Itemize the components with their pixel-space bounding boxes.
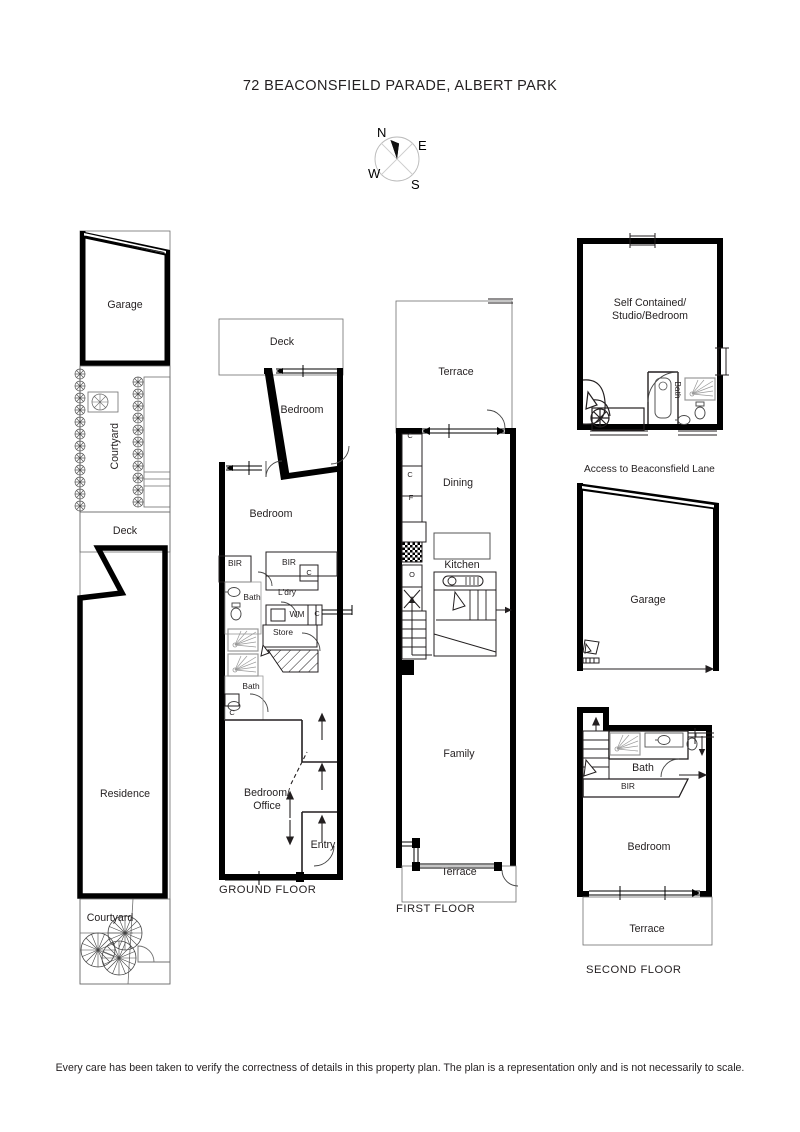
compass-west-label: W xyxy=(368,166,381,181)
room-label-sf-bath: Bath xyxy=(632,762,654,774)
room-label-gf-bir-1: BIR xyxy=(228,558,242,568)
room-label-gf-washing-machine: WM xyxy=(289,609,305,619)
gf-window-wm xyxy=(322,605,353,615)
gf-arrows xyxy=(285,712,327,846)
gf-store-stairs xyxy=(260,624,319,673)
rear-garage-symbol xyxy=(582,639,600,664)
room-label-gf-bedroom-office: Bedroom/ Office xyxy=(232,787,302,812)
floor-label-ground: GROUND FLOOR xyxy=(219,884,317,896)
room-label-gf-bath-1: Bath xyxy=(243,592,261,602)
room-label-site-deck: Deck xyxy=(112,525,138,537)
studio-furniture xyxy=(582,379,645,431)
ff-kitchen xyxy=(433,571,512,657)
studio-window-right xyxy=(715,347,729,376)
room-label-gf-bir-2: BIR xyxy=(282,557,296,567)
compass-rose xyxy=(374,136,420,182)
room-label-residence: Residence xyxy=(99,788,151,800)
rear-garage-arrow xyxy=(583,665,715,673)
bedroom-office-line-2: Office xyxy=(253,799,281,812)
second-floor-group xyxy=(577,707,714,946)
sf-bir xyxy=(582,778,690,798)
sf-slider-bottom xyxy=(589,886,700,900)
site-plan-group xyxy=(74,230,171,985)
room-label-courtyard-lower: Courtyard xyxy=(86,912,134,924)
room-label-gf-store: Store xyxy=(272,627,294,637)
sf-window-right xyxy=(688,728,714,756)
sf-bath xyxy=(608,730,689,760)
room-label-ff-cupboard-2: C xyxy=(407,470,413,479)
bedroom-office-line-1: Bedroom/ xyxy=(244,787,290,799)
floor-label-first: FIRST FLOOR xyxy=(396,903,476,915)
compass-south-label: S xyxy=(411,177,420,192)
ground-floor-group xyxy=(218,318,353,885)
gf-walls xyxy=(219,368,343,880)
sf-walls xyxy=(577,707,712,897)
compass-north-label: N xyxy=(377,125,387,140)
rear-garage-group xyxy=(577,483,719,673)
gf-bir-right xyxy=(265,551,338,591)
site-garage-shape xyxy=(80,231,170,366)
room-label-ff-fridge: F xyxy=(408,493,414,502)
compass-east-label: E xyxy=(418,138,427,153)
ff-window-top xyxy=(488,298,513,304)
ff-terrace-lower xyxy=(396,838,519,903)
gf-partitions xyxy=(225,719,337,874)
floor-label-second: SECOND FLOOR xyxy=(586,964,682,976)
access-note-label: Access to Beaconsfield Lane xyxy=(584,464,715,475)
room-label-ff-terrace-top: Terrace xyxy=(438,366,474,378)
site-deck xyxy=(79,511,171,553)
studio-bath-fixtures xyxy=(654,377,716,425)
first-floor-group xyxy=(395,298,519,903)
room-label-rear-garage: Garage xyxy=(630,594,666,606)
room-label-gf-laundry: L'dry xyxy=(278,587,296,597)
sf-bath-fixtures xyxy=(609,732,698,756)
room-label-site-garage: Garage xyxy=(107,299,143,311)
room-label-ff-kitchen: Kitchen xyxy=(444,559,480,571)
ff-dining-table xyxy=(433,532,491,560)
room-label-ff-dining: Dining xyxy=(442,477,474,489)
site-residence-shape xyxy=(77,545,168,899)
room-label-ff-family: Family xyxy=(443,748,475,760)
room-label-gf-deck: Deck xyxy=(269,336,295,348)
ff-stairs xyxy=(401,596,432,660)
studio-line-1: Self Contained/ xyxy=(613,297,687,309)
room-label-sf-bedroom: Bedroom xyxy=(627,841,671,853)
ff-cupboards xyxy=(401,433,427,612)
studio-window-top xyxy=(629,233,656,248)
studio-walls xyxy=(577,238,723,430)
sf-arrow-right xyxy=(679,771,708,779)
studio-window-bottom xyxy=(590,430,717,436)
gf-showers xyxy=(227,628,259,677)
room-label-gf-cupboard-1: C xyxy=(306,568,312,577)
ff-slider-dining xyxy=(422,409,506,438)
studio-line-2: Studio/Bedroom xyxy=(612,309,688,322)
page-title: 72 BEACONSFIELD PARADE, ALBERT PARK xyxy=(242,78,558,94)
room-label-gf-cupboard-2: C xyxy=(314,609,320,618)
room-label-studio-bath: Bath xyxy=(672,381,683,399)
room-label-ff-terrace-bottom: Terrace xyxy=(441,866,477,878)
gf-window-top xyxy=(276,365,337,377)
room-label-sf-terrace: Terrace xyxy=(629,923,665,935)
room-label-ff-cupboard-1: C xyxy=(407,431,413,440)
rear-garage-walls xyxy=(577,483,719,671)
room-label-gf-bedroom-2: Bedroom xyxy=(249,508,293,520)
site-courtyard-upper xyxy=(74,365,171,513)
room-label-courtyard-upper: Courtyard xyxy=(108,423,121,470)
room-label-ff-oven: O xyxy=(409,570,415,579)
room-label-gf-bedroom-1: Bedroom xyxy=(280,404,324,416)
gf-bath1-fixtures xyxy=(224,581,262,635)
room-label-studio: Self Contained/ Studio/Bedroom xyxy=(600,297,700,322)
footer-disclaimer: Every care has been taken to verify the … xyxy=(55,1062,745,1074)
room-label-gf-bath-2: Bath xyxy=(242,681,260,691)
ff-walls xyxy=(396,428,516,868)
room-label-gf-cupboard-3: C xyxy=(229,708,235,717)
hedge-right xyxy=(132,376,144,508)
studio-group xyxy=(577,233,729,436)
site-courtyard-lower xyxy=(79,898,171,985)
room-label-gf-entry: Entry xyxy=(310,839,336,851)
room-label-sf-bir: BIR xyxy=(621,781,635,791)
gf-window-left xyxy=(219,461,262,482)
gf-window-bottom xyxy=(225,871,304,885)
